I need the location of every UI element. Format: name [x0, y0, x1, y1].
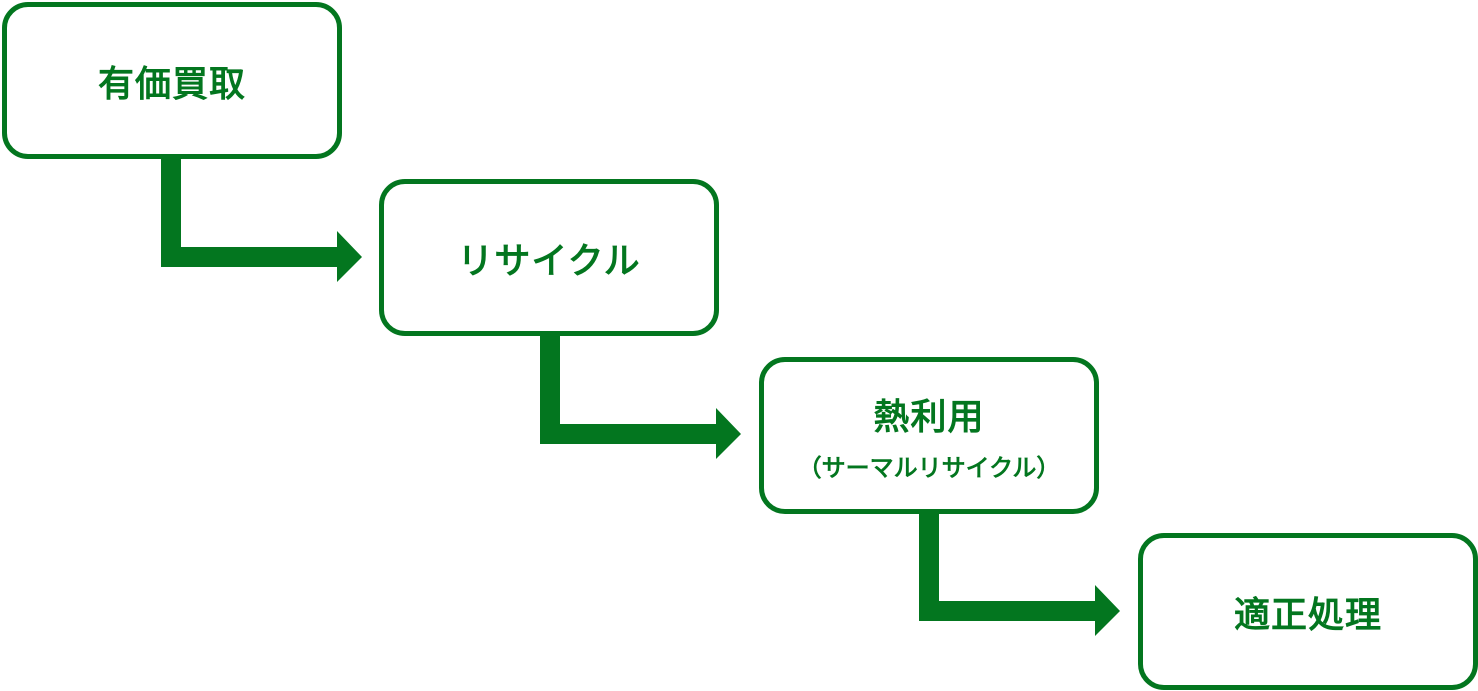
step-box-thermal: 熱利用 （サーマルリサイクル）: [759, 357, 1099, 514]
arrow-3-icon: [919, 511, 1120, 636]
step-label: リサイクル: [457, 240, 641, 282]
arrow-1-icon: [161, 157, 362, 282]
step-box-purchase: 有価買取: [2, 2, 342, 159]
step-sublabel: （サーマルリサイクル）: [797, 454, 1061, 482]
step-label: 適正処理: [1233, 594, 1382, 636]
arrow-2-icon: [540, 333, 741, 459]
step-box-disposal: 適正処理: [1138, 533, 1478, 690]
step-label: 有価買取: [97, 63, 246, 105]
step-label: 熱利用: [873, 397, 985, 438]
step-box-recycle: リサイクル: [379, 179, 719, 336]
